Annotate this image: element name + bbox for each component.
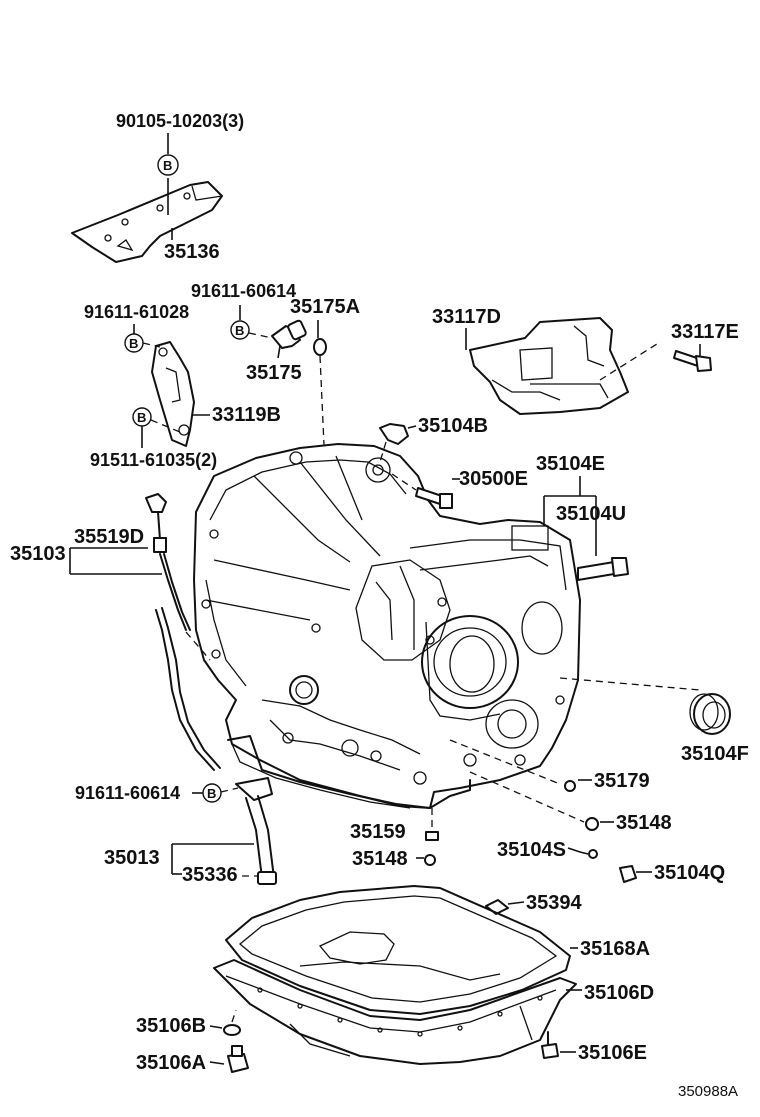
- label-text-35394: 35394: [526, 892, 582, 914]
- label-text-35179: 35179: [594, 770, 650, 792]
- label-91611-61028: 91611-61028 B: [84, 302, 189, 353]
- label-text-35148-right: 35148: [616, 812, 672, 834]
- label-text-35168A: 35168A: [580, 938, 650, 960]
- svg-text:B: B: [129, 336, 138, 351]
- label-text-35104U: 35104U: [556, 503, 626, 525]
- part-35179: 35179: [449, 739, 650, 792]
- label-33117D: 33117D: [432, 306, 501, 328]
- label-text-30500E: 30500E: [459, 468, 528, 490]
- dipstick-35103: 35103 35519D: [10, 493, 221, 771]
- label-text-91511-61035: 91511-61035(2): [90, 450, 217, 470]
- bolt-35106E: 35106E: [541, 1031, 647, 1064]
- bolt-35104U: 35104E 35104U: [536, 453, 629, 581]
- drain-plug-35106A: 35106A: [136, 1045, 249, 1074]
- diagram-ref-number: 350988A: [678, 1083, 738, 1100]
- label-text-35175A: 35175A: [290, 296, 360, 318]
- cover-33117D: [465, 317, 629, 415]
- svg-text:B: B: [137, 410, 146, 425]
- magnet-35394: 35394: [485, 892, 582, 915]
- label-text-91611-60614-bot: 91611-60614: [75, 783, 180, 803]
- label-text-35104F: 35104F: [681, 743, 749, 765]
- label-text-35104S: 35104S: [497, 839, 566, 861]
- part-35148-right: 35148: [469, 771, 672, 834]
- label-text-35106A: 35106A: [136, 1052, 206, 1074]
- label-text-35104B: 35104B: [418, 415, 488, 437]
- label-text-35106E: 35106E: [578, 1042, 647, 1064]
- label-text-90105: 90105-10203(3): [116, 111, 244, 131]
- svg-text:B: B: [235, 323, 244, 338]
- label-text-35159: 35159: [350, 821, 406, 843]
- strainer-35168A: 35168A: [225, 885, 650, 1015]
- bracket-33119B: [151, 341, 195, 447]
- part-35159: 35159: [350, 808, 439, 843]
- label-text-35336: 35336: [182, 864, 238, 886]
- label-text-35104E: 35104E: [536, 453, 605, 475]
- label-text-35106B: 35106B: [136, 1015, 206, 1037]
- label-text-35175: 35175: [246, 362, 302, 384]
- label-text-35106D: 35106D: [584, 982, 654, 1004]
- plug-35104B: 35104B: [379, 415, 488, 463]
- label-text-35148-center: 35148: [352, 848, 408, 870]
- gasket-35106B: 35106B: [136, 1009, 241, 1037]
- label-text-35104Q: 35104Q: [654, 862, 725, 884]
- label-text-35013: 35013: [104, 847, 160, 869]
- sensor-35175: 91611-60614 35175A B 35175: [191, 281, 360, 446]
- label-text-33117E: 33117E: [671, 321, 739, 343]
- bolt-marker-text: B: [163, 158, 172, 173]
- label-33119B: 33119B: [212, 404, 281, 426]
- bolt-marker-icon: [202, 783, 222, 803]
- label-text-35103: 35103: [10, 543, 66, 565]
- bracket-35136: [71, 178, 223, 263]
- seal-35104F: 35104F: [559, 677, 749, 765]
- bolt-33117E: 33117E: [599, 321, 739, 381]
- label-text-35519D: 35519D: [74, 526, 144, 548]
- transaxle-case: [193, 443, 581, 809]
- part-35104Q: 35104Q: [619, 862, 725, 884]
- filler-tube-35013: 91611-60614 B 35013 35336: [75, 777, 277, 886]
- label-91511-61035: B 91511-61035(2): [90, 407, 217, 470]
- label-90105-10203: 90105-10203(3) B: [116, 111, 244, 176]
- part-35104S: 35104S: [497, 839, 598, 861]
- label-text-91611-60614-top: 91611-60614: [191, 281, 296, 301]
- oil-pan-35106D: 35106D: [213, 959, 654, 1065]
- bolt-marker-icon: [230, 320, 250, 340]
- bolt-30500E: 30500E: [391, 468, 528, 509]
- part-35148-center: 35148: [352, 848, 436, 870]
- svg-text:B: B: [207, 786, 216, 801]
- label-text-91611-61028: 91611-61028: [84, 302, 189, 322]
- bolt-marker-icon: [157, 154, 179, 176]
- label-35136: 35136: [164, 241, 220, 263]
